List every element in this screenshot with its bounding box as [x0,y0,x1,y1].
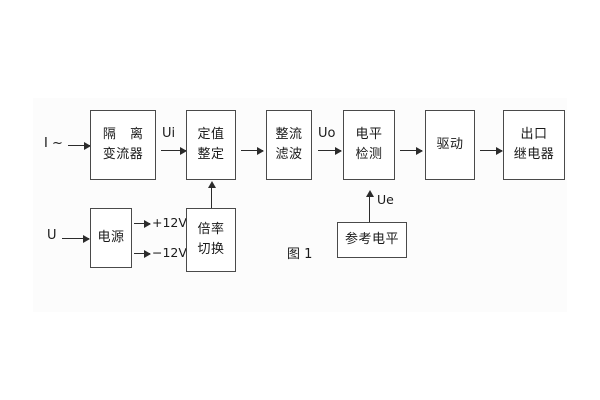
box-reference-level-line1: 参考电平 [344,231,399,247]
box-drive-line1: 驱动 [436,136,464,152]
box-setting-line1: 定值 [197,126,225,142]
box-output-relay-line1: 出口 [520,126,548,142]
box-multiplier-switch: 倍率 切换 [186,208,236,272]
box-level-detect-line1: 电平 [355,126,383,142]
arrow-voltage-input-to-power-supply [62,234,90,243]
box-drive: 驱动 [425,110,475,180]
arrow-drive-to-output-relay [480,146,503,155]
current-input-label: I ~ [44,136,63,151]
signal-ue-label: Ue [377,192,394,207]
box-rectify-filter-line2: 滤波 [275,147,303,162]
box-level-detect-line2: 检测 [355,147,383,162]
arrow-reference-level-to-level-detect [365,190,374,222]
box-power-supply: 电源 [90,208,132,268]
box-multiplier-switch-line1: 倍率 [197,221,225,237]
box-output-relay: 出口 继电器 [503,110,565,180]
box-level-detect: 电平 检测 [343,110,395,180]
arrow-isolation-ct-to-setting [161,146,187,155]
box-setting: 定值 整定 [186,110,236,180]
arrow-level-detect-to-drive [400,146,423,155]
box-isolation-ct: 隔 离 变流器 [90,110,156,180]
rail-positive-label: +12V [152,215,187,230]
box-reference-level: 参考电平 [337,222,407,258]
box-setting-line2: 整定 [197,147,225,162]
figure-caption: 图 1 [287,247,313,262]
arrow-multiplier-switch-to-setting [207,181,216,208]
box-rectify-filter: 整流 滤波 [266,110,312,180]
voltage-input-label: U [47,228,57,243]
rail-negative-label: −12V [152,245,187,260]
signal-ui-label: Ui [162,126,176,141]
box-isolation-ct-line1: 隔 离 [102,126,149,142]
arrow-power-supply-negative-rail [134,249,151,258]
arrow-rectify-filter-to-level-detect [318,146,342,155]
box-isolation-ct-line2: 变流器 [102,147,144,162]
box-power-supply-line1: 电源 [97,229,125,245]
box-multiplier-switch-line2: 切换 [197,242,225,257]
arrow-current-input-to-isolation-ct [68,141,91,150]
box-output-relay-line2: 继电器 [513,147,555,162]
arrow-setting-to-rectify-filter [241,146,264,155]
signal-uo-label: Uo [318,126,336,141]
arrow-power-supply-positive-rail [134,219,151,228]
box-rectify-filter-line1: 整流 [275,126,303,142]
